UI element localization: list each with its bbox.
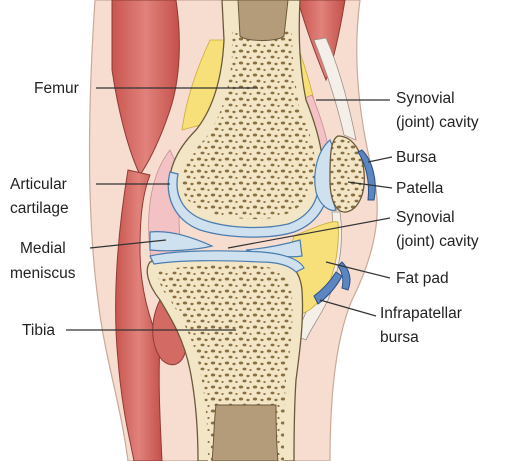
label-infrapatellar: Infrapatellar <box>380 305 462 322</box>
label-meniscus: meniscus <box>10 265 76 282</box>
femur-marrow-cavity <box>237 0 289 41</box>
superficial-bursa-lower <box>337 261 351 291</box>
leader-medial-meniscus <box>89 239 167 249</box>
label-cartilage: cartilage <box>10 200 69 217</box>
tibia-marrow-spongy <box>220 300 276 400</box>
leader-lines <box>66 87 393 331</box>
leader-synovial-lower <box>227 217 391 249</box>
label-tibia: Tibia <box>22 322 55 339</box>
quadriceps-tendon <box>313 37 357 141</box>
femur-spongy-bone <box>182 30 316 220</box>
posterior-leg-muscle <box>115 169 163 461</box>
label-synovial-lower-2: (joint) cavity <box>396 233 479 250</box>
prepatellar-bursa <box>357 149 376 201</box>
medial-meniscus-shape <box>149 231 214 252</box>
label-articular: Articular <box>10 176 67 193</box>
label-bursa: Bursa <box>396 149 437 166</box>
tibia-marrow-cavity <box>211 404 279 461</box>
label-patella: Patella <box>396 180 444 197</box>
leader-patella <box>347 181 393 189</box>
label-fat-pad: Fat pad <box>396 270 449 287</box>
label-synovial-upper-1: Synovial <box>396 90 455 107</box>
label-synovial-lower-1: Synovial <box>396 209 455 226</box>
label-infrapatellar-bursa: bursa <box>380 329 419 346</box>
label-synovial-upper-2: (joint) cavity <box>396 114 479 131</box>
leader-infrapatellar-bursa <box>319 299 377 317</box>
label-femur: Femur <box>34 80 79 97</box>
tibial-articular-cartilage <box>149 250 305 273</box>
leader-fat-pad <box>325 261 391 279</box>
label-medial: Medial <box>20 240 66 257</box>
leader-bursa <box>367 156 393 163</box>
